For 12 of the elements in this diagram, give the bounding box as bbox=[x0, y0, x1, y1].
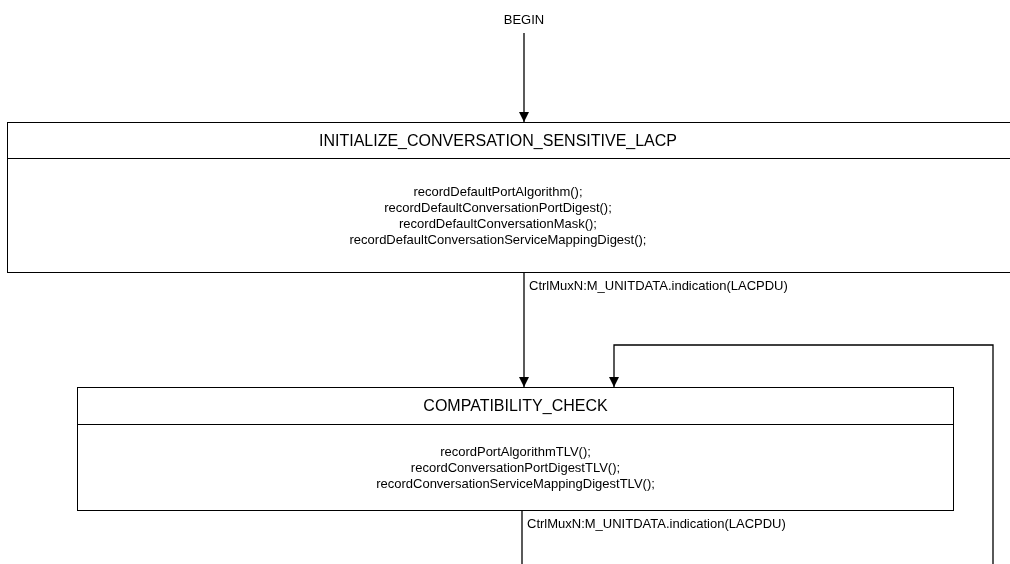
state-box bbox=[77, 387, 954, 511]
edge-label: CtrlMuxN:M_UNITDATA.indication(LACPDU) bbox=[526, 516, 787, 531]
arrow bbox=[609, 344, 994, 564]
state-actions: recordPortAlgorithmTLV(); recordConversationPortDigestTLV(); recordConversationServiceMappingDigestTLV(); bbox=[375, 443, 656, 492]
arrow bbox=[519, 32, 529, 123]
state-actions: recordDefaultPortAlgorithm(); recordDefaultConversationPortDigest(); recordDefaultConversationMask(); recordDefaultConversationServiceMappingDigest(); bbox=[348, 183, 648, 248]
state-name: COMPATIBILITY_CHECK bbox=[423, 397, 608, 415]
state-name: INITIALIZE_CONVERSATION_SENSITIVE_LACP bbox=[319, 131, 677, 150]
state-box bbox=[7, 122, 1010, 273]
edge-label: CtrlMuxN:M_UNITDATA.indication(LACPDU) bbox=[528, 278, 789, 293]
start-label: BEGIN bbox=[503, 12, 545, 27]
arrow bbox=[519, 272, 529, 388]
